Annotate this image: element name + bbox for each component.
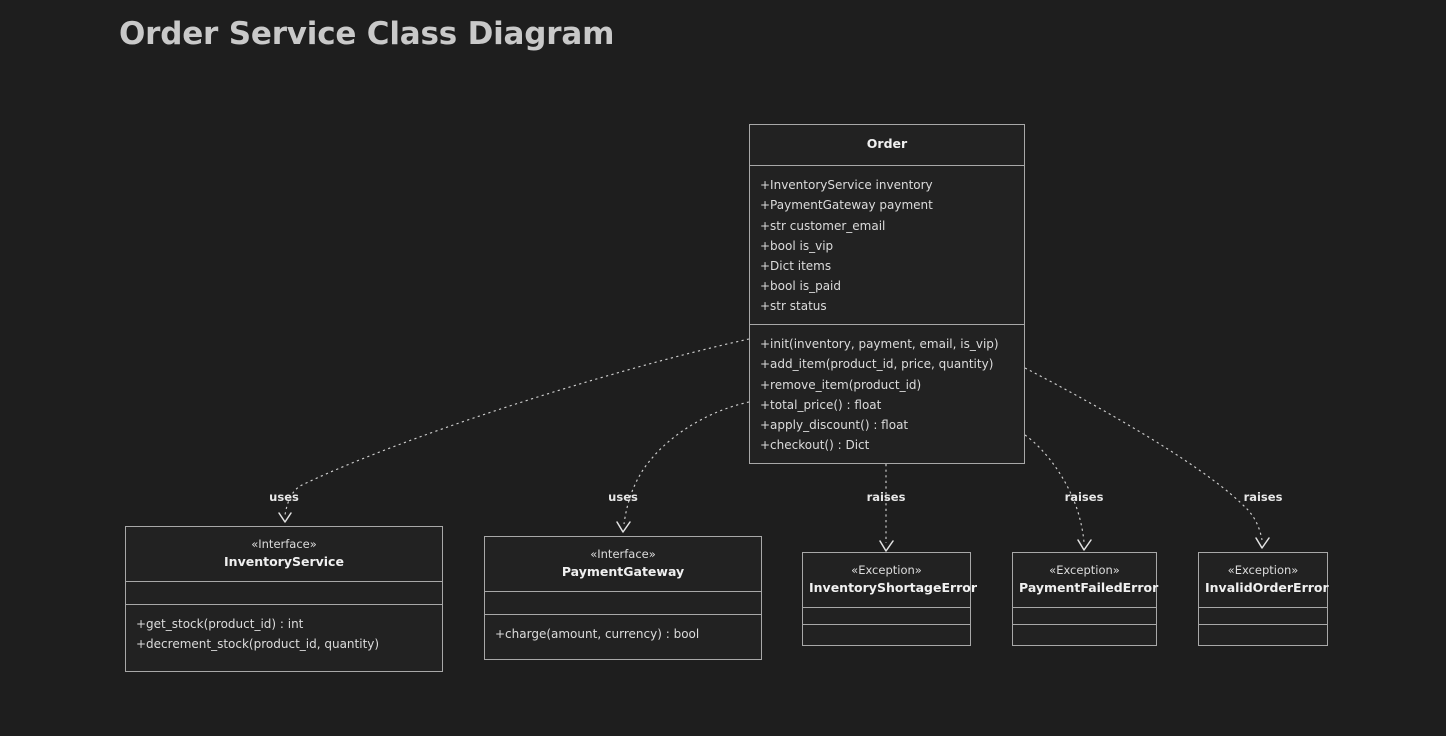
edge-order-uses-payment: [616, 401, 750, 533]
edge-label-order-raises-payment-failed: raises: [1064, 490, 1104, 504]
method-row: +init(inventory, payment, email, is_vip): [760, 337, 999, 352]
compartment-divider: [126, 603, 442, 605]
compartment-divider: [1013, 623, 1156, 625]
class-name-invalid-order-error: InvalidOrderError: [1205, 579, 1329, 595]
methods-inventory-shortage-error: [803, 625, 970, 645]
method-row: +apply_discount() : float: [760, 417, 909, 432]
methods-inventory-service: +get_stock(product_id) : int +decrement_…: [126, 605, 442, 663]
class-name-inventory-shortage-error: InventoryShortageError: [809, 579, 978, 595]
attributes-payment-failed-error: [1013, 608, 1156, 624]
attributes-inventory-service: [126, 582, 442, 604]
compartment-divider: [750, 165, 1024, 167]
class-header-payment-failed-error: «Exception» PaymentFailedError: [1013, 553, 1159, 607]
class-header-invalid-order-error: «Exception» InvalidOrderError: [1199, 553, 1329, 607]
attribute-row: +Dict items: [760, 258, 832, 273]
class-header-order: Order: [750, 125, 1024, 165]
attribute-row: +str status: [760, 299, 827, 314]
compartment-divider: [750, 324, 1024, 326]
compartment-divider: [1199, 606, 1327, 608]
compartment-divider: [485, 613, 761, 615]
class-box-inventory-service[interactable]: «Interface» InventoryService +get_stock(…: [125, 526, 443, 672]
attribute-row: +str customer_email: [760, 218, 886, 233]
attribute-row: +InventoryService inventory: [760, 178, 933, 193]
edge-label-order-uses-payment: uses: [608, 490, 638, 504]
edge-label-order-uses-inventory: uses: [269, 490, 299, 504]
edge-label-order-raises-shortage: raises: [866, 490, 906, 504]
class-box-payment-gateway[interactable]: «Interface» PaymentGateway +charge(amoun…: [484, 536, 762, 660]
class-header-inventory-shortage-error: «Exception» InventoryShortageError: [803, 553, 978, 607]
method-row: +get_stock(product_id) : int: [136, 616, 304, 631]
compartment-divider: [1013, 606, 1156, 608]
methods-payment-failed-error: [1013, 625, 1156, 645]
attribute-row: +bool is_vip: [760, 238, 834, 253]
compartment-divider: [803, 606, 970, 608]
methods-payment-gateway: +charge(amount, currency) : bool: [485, 615, 761, 653]
method-row: +add_item(product_id, price, quantity): [760, 357, 994, 372]
method-row: +checkout() : Dict: [760, 438, 870, 453]
attributes-payment-gateway: [485, 592, 761, 614]
class-box-payment-failed-error[interactable]: «Exception» PaymentFailedError: [1012, 552, 1159, 646]
class-name-payment-failed-error: PaymentFailedError: [1019, 579, 1159, 595]
method-row: +decrement_stock(product_id, quantity): [136, 637, 380, 651]
class-name-order: Order: [866, 136, 908, 151]
edge-label-order-raises-invalid: raises: [1243, 490, 1283, 504]
method-row: +charge(amount, currency) : bool: [495, 626, 700, 641]
method-row: +total_price() : float: [760, 397, 882, 412]
method-row: +remove_item(product_id): [760, 377, 922, 392]
attribute-row: +PaymentGateway payment: [760, 198, 933, 213]
class-stereotype-payment-gateway: «Interface»: [590, 547, 656, 561]
attributes-order: +InventoryService inventory +PaymentGate…: [750, 166, 1024, 324]
class-stereotype-invalid-order-error: «Exception»: [1227, 563, 1299, 577]
page-title: Order Service Class Diagram: [119, 16, 615, 52]
class-name-inventory-service: InventoryService: [224, 553, 344, 569]
class-box-order[interactable]: Order +InventoryService inventory +Payme…: [749, 124, 1025, 464]
edge-order-raises-invalid: [1024, 367, 1270, 549]
attributes-invalid-order-error: [1199, 608, 1327, 624]
class-stereotype-payment-failed-error: «Exception»: [1049, 563, 1120, 577]
edge-order-uses-inventory: [278, 338, 750, 523]
methods-invalid-order-error: [1199, 625, 1327, 645]
methods-order: +init(inventory, payment, email, is_vip)…: [750, 325, 1024, 464]
class-header-payment-gateway: «Interface» PaymentGateway: [485, 537, 761, 591]
class-box-inventory-shortage-error[interactable]: «Exception» InventoryShortageError: [802, 552, 978, 646]
edge-order-raises-shortage: [879, 464, 894, 552]
class-box-invalid-order-error[interactable]: «Exception» InvalidOrderError: [1198, 552, 1329, 646]
attributes-inventory-shortage-error: [803, 608, 970, 624]
compartment-divider: [803, 623, 970, 625]
compartment-divider: [126, 580, 442, 582]
class-stereotype-inventory-service: «Interface»: [251, 537, 317, 551]
class-name-payment-gateway: PaymentGateway: [561, 563, 685, 579]
class-header-inventory-service: «Interface» InventoryService: [126, 527, 442, 581]
class-stereotype-inventory-shortage-error: «Exception»: [851, 563, 922, 577]
compartment-divider: [485, 590, 761, 592]
attribute-row: +bool is_paid: [760, 279, 842, 294]
compartment-divider: [1199, 623, 1327, 625]
